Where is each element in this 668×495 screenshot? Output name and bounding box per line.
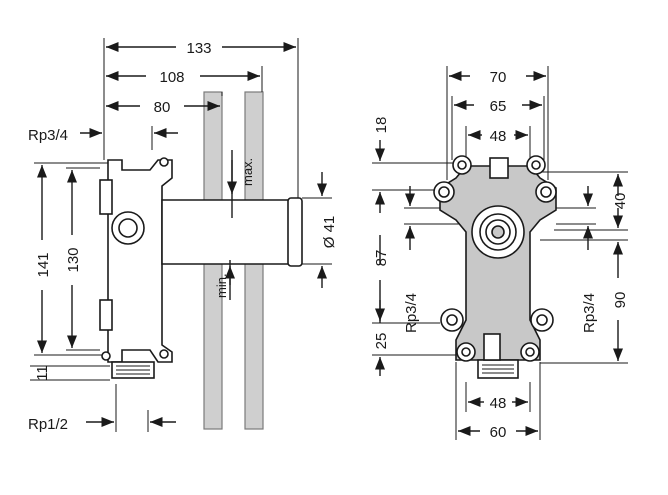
dim-141: 141 (35, 252, 52, 277)
dim-90: 90 (612, 292, 629, 309)
dim-130: 130 (65, 247, 82, 272)
dim-diameter-41: Ø 41 (321, 216, 338, 249)
valve-body-front (433, 155, 557, 379)
dim-48-bottom: 48 (490, 395, 507, 412)
thread-label-top: Rp3/4 (28, 127, 68, 144)
dim-80: 80 (154, 99, 171, 116)
dim-87: 87 (373, 250, 390, 267)
dim-60: 60 (490, 424, 507, 441)
dim-48-top: 48 (490, 128, 507, 145)
dim-25: 25 (373, 333, 390, 350)
dim-40: 40 (612, 193, 629, 210)
thread-label-front-left: Rp3/4 (403, 293, 420, 333)
dim-65: 65 (490, 98, 507, 115)
dim-133: 133 (186, 40, 211, 57)
dim-70: 70 (490, 69, 507, 86)
dim-18: 18 (373, 117, 390, 134)
label-min: min. (214, 273, 229, 298)
dim-11: 11 (34, 365, 51, 381)
label-max: max. (240, 158, 255, 186)
dim-108: 108 (159, 69, 184, 86)
valve-body-side (99, 157, 303, 379)
thread-label-front-right: Rp3/4 (581, 293, 598, 333)
thread-label-bottom: Rp1/2 (28, 416, 68, 433)
